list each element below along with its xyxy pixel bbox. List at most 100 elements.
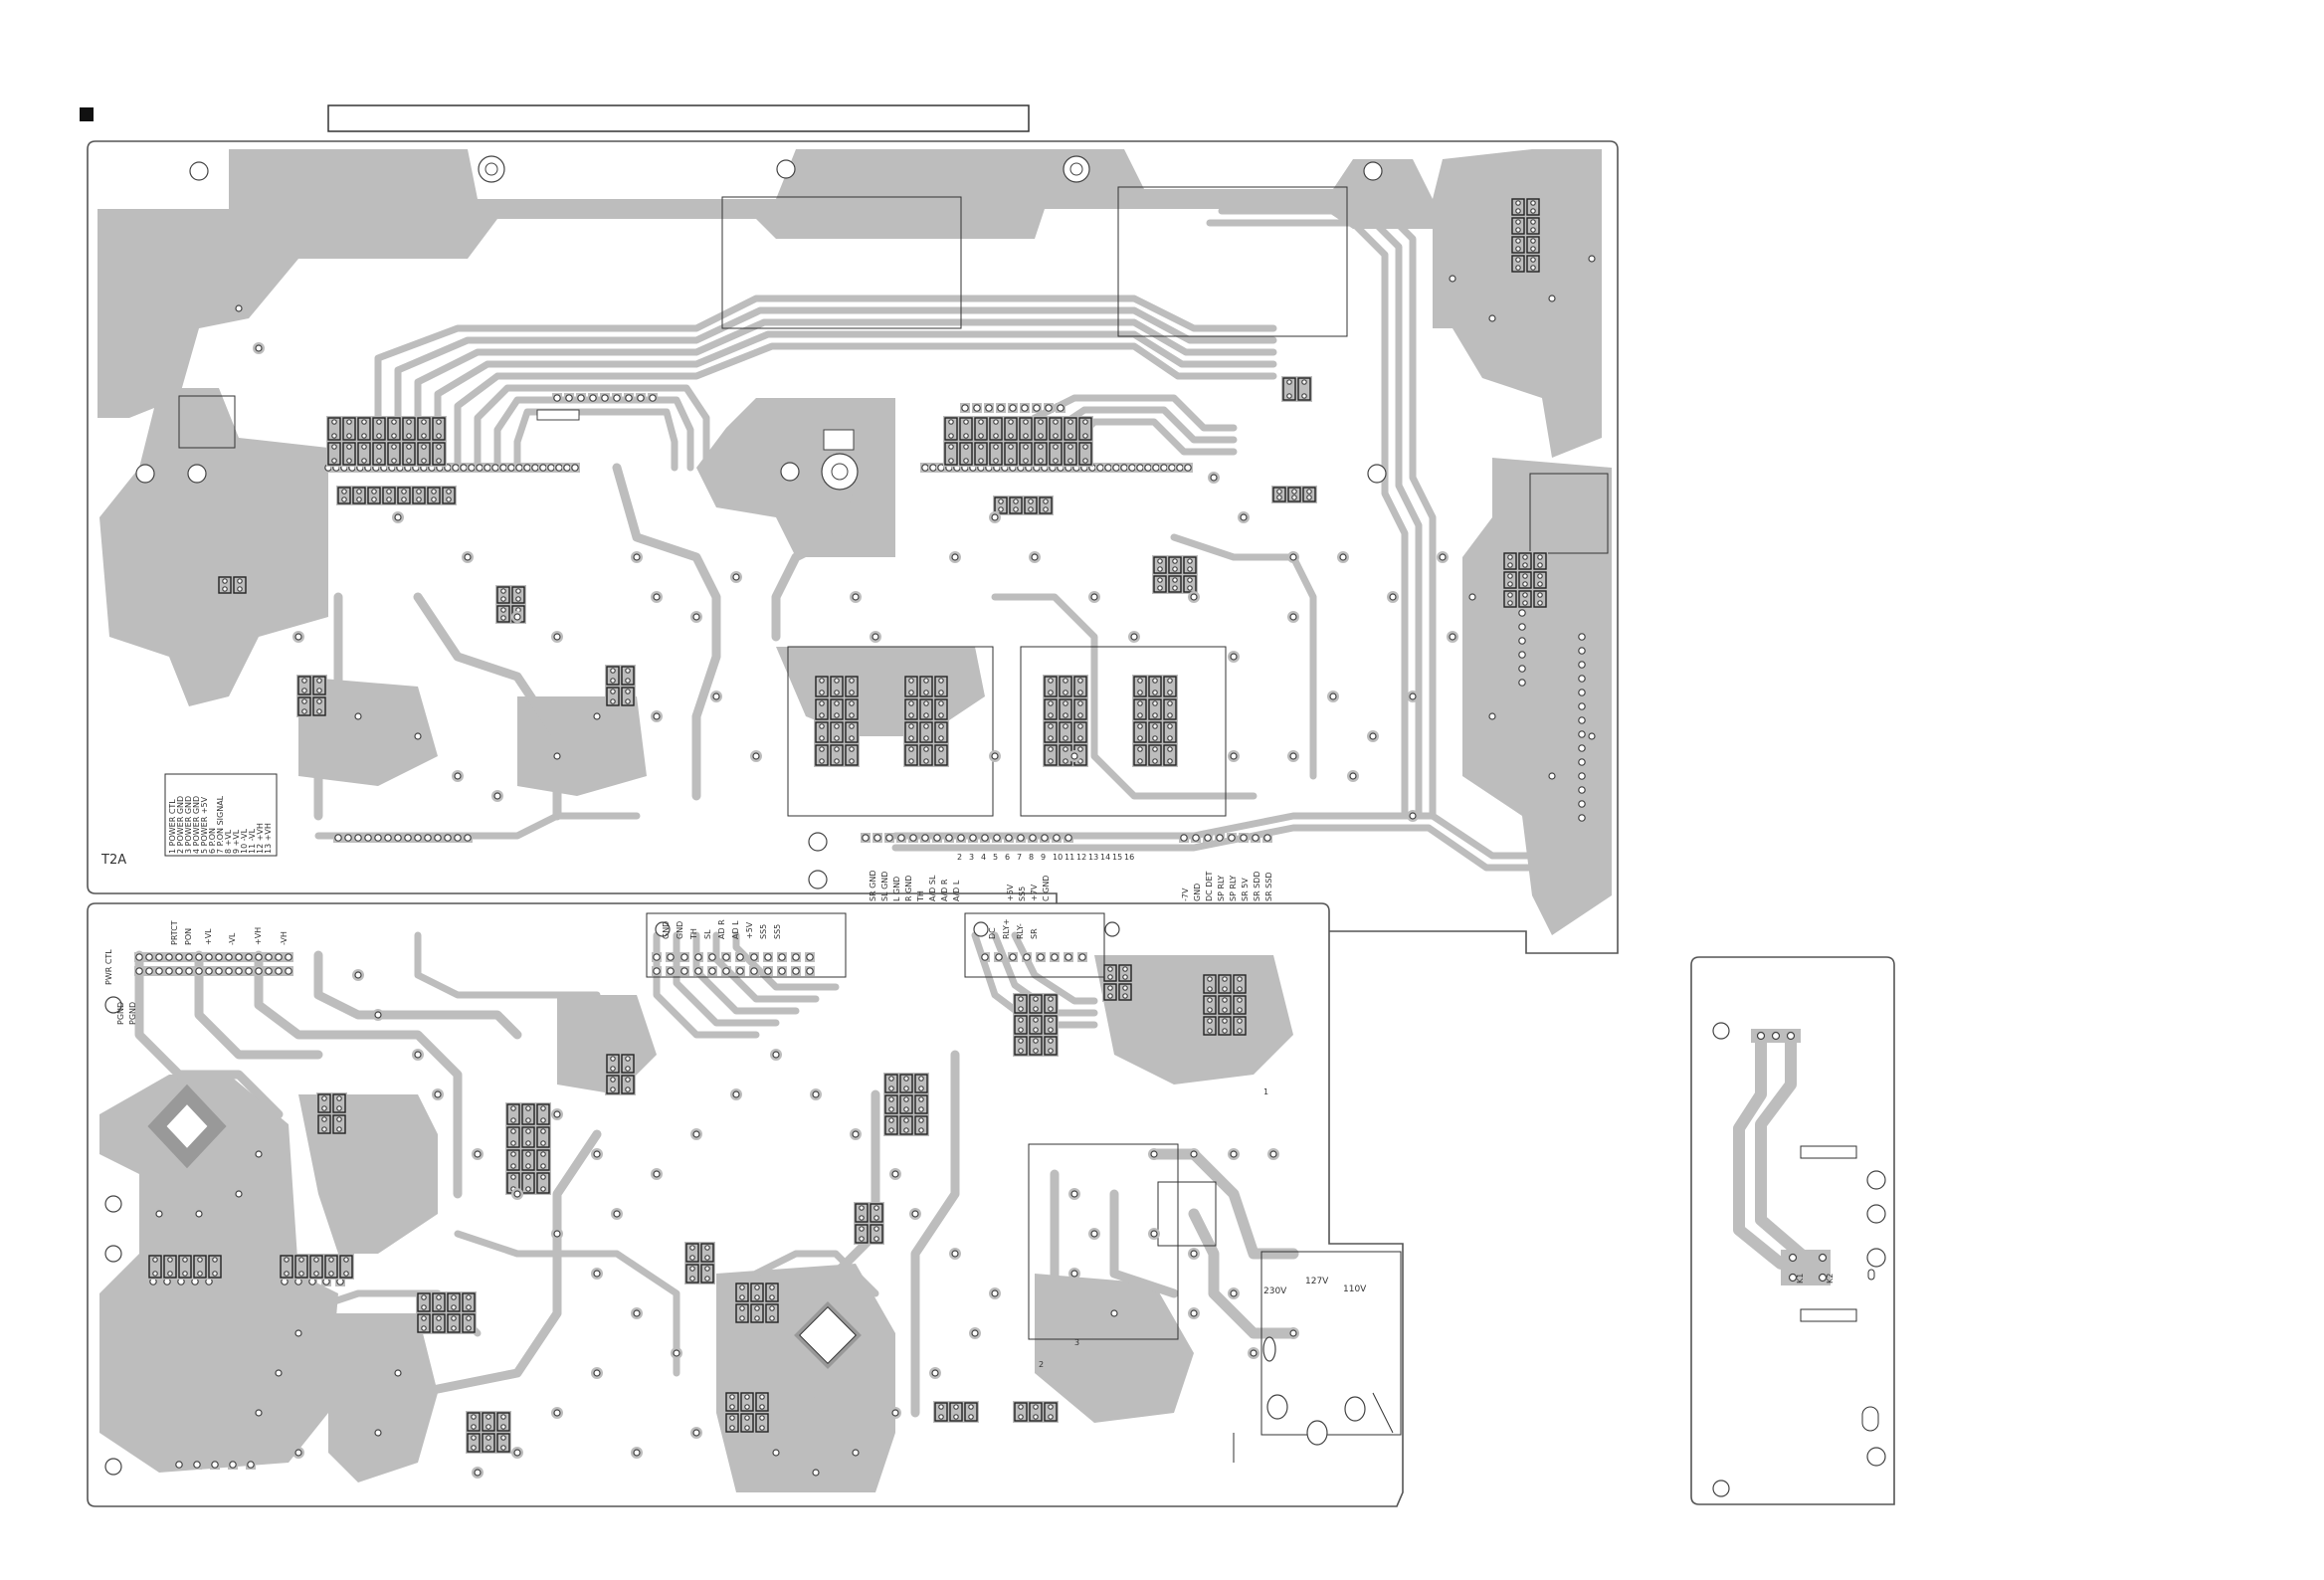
- part-copper: [466, 1432, 482, 1454]
- pin-hole: [1048, 1048, 1054, 1054]
- header-label: DC: [988, 927, 997, 939]
- part-copper: [993, 495, 1009, 515]
- component-footprint: [1118, 964, 1132, 982]
- part-copper: [605, 665, 621, 687]
- pin-hole: [197, 1257, 203, 1263]
- component-footprint: [1302, 487, 1316, 502]
- part-copper: [520, 1148, 536, 1172]
- bottom-components: [147, 963, 1299, 1479]
- pin-hole: [1033, 1048, 1039, 1054]
- component-footprint: [815, 698, 829, 720]
- component-footprint: [815, 744, 829, 766]
- pin-hole: [510, 1163, 516, 1169]
- pin-number: 10: [1053, 853, 1063, 862]
- pin-hole: [1176, 464, 1184, 472]
- pin-hole: [1033, 1404, 1039, 1410]
- component-footprint: [1203, 974, 1217, 994]
- pin-hole: [1518, 651, 1526, 659]
- part-copper: [1043, 993, 1059, 1015]
- component-footprint: [352, 487, 366, 504]
- pin-hole: [909, 834, 917, 842]
- part-copper: [1510, 235, 1526, 255]
- pin-hole: [485, 1445, 491, 1451]
- part-copper: [505, 1102, 521, 1126]
- pin-hole: [1033, 1038, 1039, 1044]
- pin-hole: [346, 419, 352, 425]
- pin-hole: [421, 1315, 427, 1321]
- via-hole: [931, 1369, 939, 1377]
- part-copper: [605, 1074, 621, 1095]
- header-right-labels: DC RLY+ RLY- SR: [988, 918, 1039, 939]
- pin-hole: [421, 444, 427, 450]
- pin-hole: [1167, 758, 1173, 764]
- pin-hole: [938, 690, 944, 695]
- pin-hole: [1167, 690, 1173, 695]
- via-hole: [1230, 752, 1238, 760]
- component-footprint: [1014, 1036, 1028, 1056]
- pin-hole: [1122, 993, 1128, 999]
- pin-hole: [391, 433, 397, 439]
- pin-hole: [744, 1415, 750, 1421]
- part-copper: [192, 1254, 208, 1280]
- pin-hole: [1067, 433, 1073, 439]
- pin-hole: [754, 1284, 760, 1290]
- component-footprint: [1073, 698, 1087, 720]
- component-footprint: [432, 417, 446, 441]
- pin-hole: [1048, 1027, 1054, 1033]
- pin-hole: [792, 967, 800, 975]
- top-board: 1 POWER CTL 2 POWER GND 3 POWER GND 4 PO…: [87, 140, 1619, 954]
- component-footprint: [606, 1054, 620, 1074]
- part-copper: [1043, 675, 1059, 698]
- pin-hole: [1082, 419, 1088, 425]
- pin-hole: [754, 1305, 760, 1311]
- pin-hole: [953, 1404, 959, 1410]
- part-copper: [341, 441, 357, 467]
- board-label: T2A: [100, 853, 126, 868]
- pin-hole: [1537, 554, 1543, 560]
- pin-hole: [316, 678, 322, 684]
- pin-hole: [336, 1095, 342, 1101]
- pin-hole: [888, 1076, 894, 1082]
- pin-hole: [235, 967, 243, 975]
- component-footprint: [1029, 1402, 1043, 1422]
- component-footprint: [700, 1264, 714, 1284]
- pin-hole: [1048, 690, 1054, 695]
- part-copper: [1028, 1014, 1044, 1036]
- component-footprint: [297, 696, 311, 716]
- component-footprint: [845, 676, 859, 697]
- pin-hole: [301, 708, 307, 714]
- pin-hole: [1152, 723, 1158, 729]
- via-hole: [275, 1369, 283, 1377]
- pin-hole: [1152, 678, 1158, 684]
- pin-hole: [1137, 678, 1143, 684]
- via-hole: [255, 344, 263, 352]
- pin-hole: [908, 700, 914, 706]
- part-copper: [988, 441, 1004, 467]
- pin-hole: [729, 1394, 735, 1400]
- component-footprint: [442, 487, 456, 504]
- part-copper: [814, 697, 830, 721]
- pin-hole: [523, 464, 531, 472]
- pin-hole: [998, 498, 1004, 504]
- conn-label: SR SDD: [1253, 871, 1261, 901]
- pin-hole: [344, 834, 352, 842]
- part-copper: [724, 1412, 740, 1434]
- mounting-holes-top: [135, 155, 1387, 889]
- pin-hole: [1507, 573, 1513, 579]
- pin-hole: [553, 394, 561, 402]
- component-footprint: [904, 676, 918, 697]
- pin-hole: [1222, 1007, 1228, 1013]
- via-hole: [891, 1409, 899, 1417]
- pin-hole: [1207, 997, 1213, 1003]
- part-copper: [620, 665, 636, 687]
- pin-hole: [1222, 1028, 1228, 1034]
- component-footprint: [1039, 496, 1053, 514]
- pin-hole: [963, 444, 969, 450]
- pin-hole: [167, 1257, 173, 1263]
- via-hole: [911, 1210, 919, 1218]
- part-copper: [1525, 254, 1541, 274]
- pin-hole: [152, 1257, 158, 1263]
- voltage-label-230v: 230V: [1263, 1286, 1287, 1296]
- pin-hole: [386, 489, 392, 494]
- pin-hole: [601, 394, 609, 402]
